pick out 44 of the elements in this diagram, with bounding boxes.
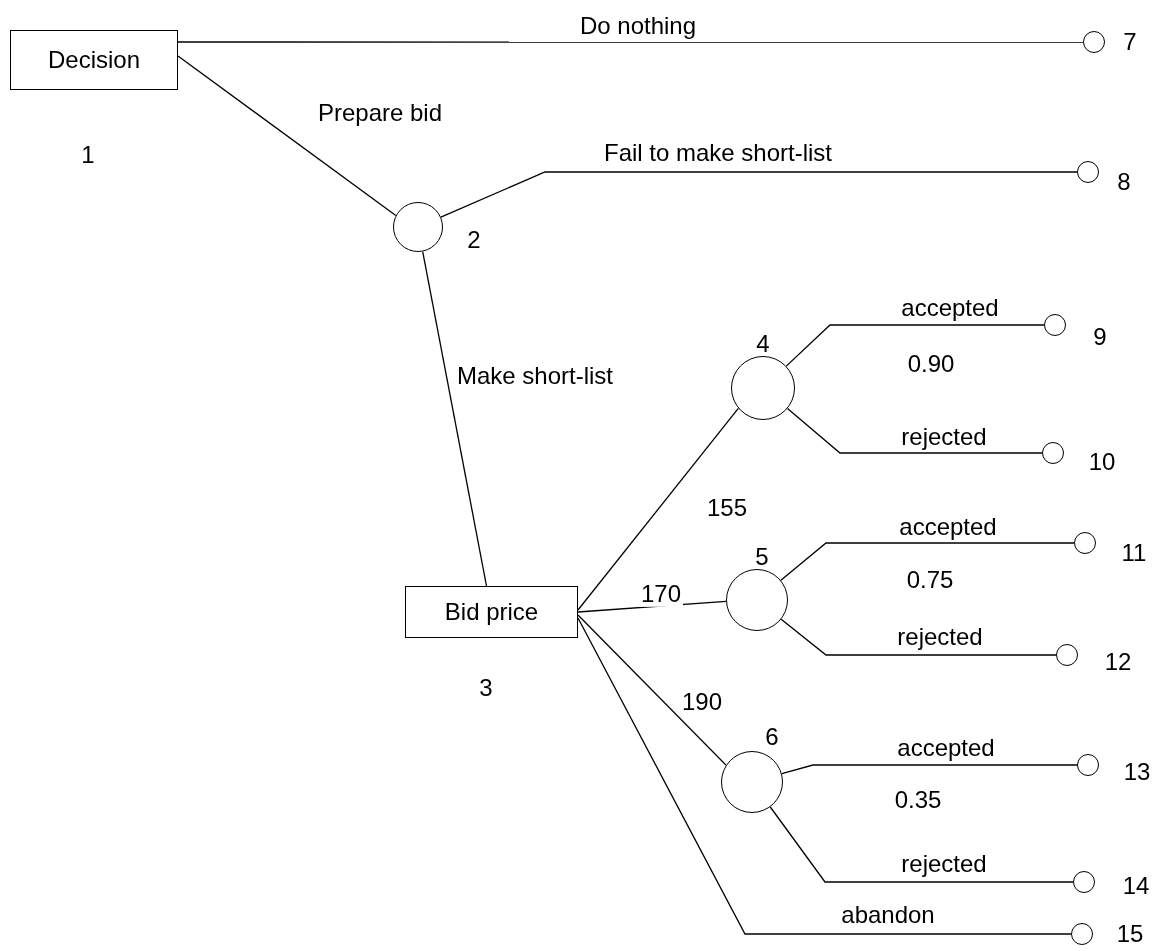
branch-line [780, 618, 1057, 656]
branch-line [422, 250, 488, 587]
branch-line [577, 617, 1072, 935]
terminal-circle [1056, 644, 1078, 666]
chance-circle [731, 356, 795, 420]
decision-box: Decision [10, 30, 178, 90]
node-number: 4 [756, 330, 770, 358]
terminal-circle [1083, 31, 1105, 53]
node-number: 15 [1116, 920, 1144, 948]
branch-line [177, 55, 397, 217]
node-number: 11 [1121, 539, 1147, 567]
chance-circle [393, 202, 443, 252]
branch-line [769, 806, 1074, 883]
terminal-circle [1077, 754, 1099, 776]
terminal-circle [1077, 161, 1099, 183]
node-number: 5 [755, 543, 769, 571]
node-number: 3 [479, 674, 493, 702]
node-number: 12 [1104, 648, 1132, 676]
branch-line [781, 764, 1078, 775]
probability-label: 0.35 [894, 786, 942, 814]
terminal-circle [1044, 314, 1066, 336]
probability-label: 0.90 [907, 350, 955, 378]
branch-line [577, 614, 727, 766]
branch-line [177, 41, 1084, 43]
decision-box: Bid price [405, 586, 578, 638]
terminal-circle [1042, 442, 1064, 464]
branch-line [440, 171, 1078, 218]
node-number: 2 [467, 226, 481, 254]
node-number: 9 [1093, 323, 1107, 351]
node-number: 1 [81, 141, 95, 169]
terminal-circle [1074, 532, 1096, 554]
branch-line [785, 324, 1045, 367]
node-number: 13 [1123, 758, 1151, 786]
probability-label: 0.75 [906, 566, 954, 594]
terminal-circle [1071, 923, 1093, 945]
branch-line [780, 542, 1075, 581]
node-number: 7 [1123, 28, 1137, 56]
node-number: 10 [1088, 448, 1116, 476]
node-number: 8 [1117, 168, 1131, 196]
node-number: 14 [1122, 872, 1150, 900]
terminal-circle [1073, 871, 1095, 893]
branch-line [786, 407, 1043, 454]
branch-line [577, 407, 739, 611]
node-number: 6 [765, 723, 779, 751]
